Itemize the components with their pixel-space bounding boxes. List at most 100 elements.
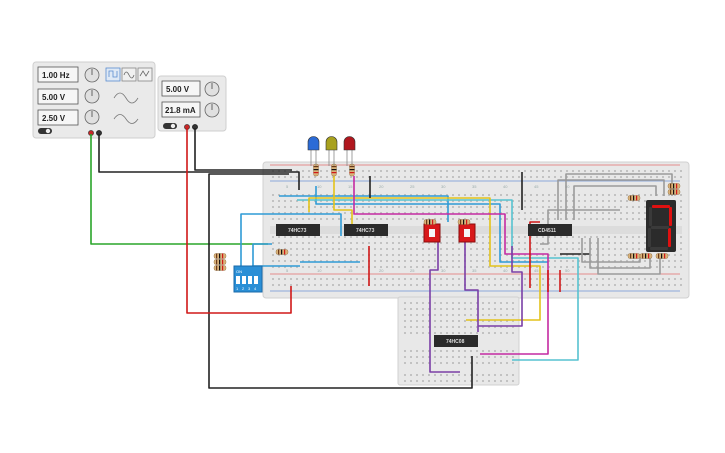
purple-wire-1[interactable]	[429, 236, 460, 373]
voltage-value: 5.00 V	[166, 85, 190, 94]
column-number: 25	[410, 268, 415, 273]
column-number: 40	[503, 184, 508, 189]
dip-switch-2[interactable]	[242, 276, 246, 284]
resistor[interactable]	[627, 253, 641, 259]
yellow-wire-2[interactable]	[308, 197, 541, 321]
segment-d	[650, 247, 668, 250]
function-generator[interactable]: 1.00 Hz 5.00 V 2.50 V	[32, 61, 156, 139]
resistor[interactable]	[667, 189, 681, 195]
frequency-value: 1.00 Hz	[42, 71, 70, 80]
segment-f	[649, 207, 652, 226]
black-wire-3[interactable]	[208, 173, 473, 389]
resistor[interactable]	[667, 183, 681, 189]
column-number: 50	[565, 184, 570, 189]
amplitude-value: 5.00 V	[42, 93, 66, 102]
gray-wire-5[interactable]	[589, 238, 651, 269]
blue-wire-2[interactable]	[252, 243, 272, 268]
column-number: 15	[348, 268, 353, 273]
chip-cd4511-label: CD4511	[538, 228, 556, 234]
gray-wire-6[interactable]	[597, 238, 661, 275]
offset-graph-icon	[113, 114, 139, 124]
resistors[interactable]	[213, 163, 681, 271]
cyan-wire[interactable]	[297, 199, 579, 361]
led-red[interactable]	[343, 136, 356, 167]
current-display: 21.8 mA	[161, 101, 201, 118]
resistor[interactable]	[313, 163, 319, 177]
purple-wire-3[interactable]	[478, 246, 523, 327]
dip-number-3: 3	[248, 286, 251, 291]
main-breadboard[interactable]	[262, 161, 690, 299]
resistor[interactable]	[627, 195, 641, 201]
column-number: 30	[441, 184, 446, 189]
gray-wire-1[interactable]	[557, 179, 665, 220]
segment-g	[651, 226, 669, 229]
column-number: 45	[534, 184, 539, 189]
chip-cd4511[interactable]: CD4511	[528, 224, 572, 236]
amplitude-graph-icon	[113, 92, 139, 104]
resistor[interactable]	[457, 219, 471, 225]
column-number: 40	[503, 268, 508, 273]
power-supply[interactable]: 5.00 V 21.8 mA	[157, 75, 227, 132]
dip-number-2: 2	[242, 286, 245, 291]
gray-wire-4[interactable]	[581, 238, 641, 263]
column-number: 50	[565, 268, 570, 273]
column-number: 10	[317, 184, 322, 189]
seven-segment-display[interactable]	[646, 200, 676, 252]
current-value: 21.8 mA	[165, 106, 196, 115]
red-wire-1[interactable]	[186, 128, 292, 314]
amplitude-display: 5.00 V	[37, 88, 79, 105]
chip-74hc73-1[interactable]: 74HC73	[276, 224, 320, 236]
segment-b	[669, 207, 672, 226]
column-number: 20	[379, 184, 384, 189]
resistor[interactable]	[213, 259, 227, 265]
chip-74hc08[interactable]: 74HC08	[434, 335, 478, 347]
offset-value: 2.50 V	[42, 114, 66, 123]
magenta-wire[interactable]	[353, 176, 549, 355]
triangle-wave-icon	[139, 70, 150, 77]
chip-74hc73-2[interactable]: 74HC73	[344, 224, 388, 236]
digit-segments	[648, 205, 672, 250]
column-number: 5	[286, 184, 289, 189]
resistor[interactable]	[275, 249, 289, 255]
voltage-display: 5.00 V	[161, 80, 201, 97]
column-number: 30	[441, 268, 446, 273]
push-button-2[interactable]	[458, 223, 476, 243]
dip-switch-4[interactable]	[254, 276, 258, 284]
segment-c	[668, 228, 671, 247]
dip-switch-1[interactable]	[236, 276, 240, 284]
square-wave-icon	[108, 70, 118, 78]
dip-on-label: ON	[236, 269, 242, 274]
resistor[interactable]	[423, 219, 437, 225]
push-button-1[interactable]	[423, 223, 441, 243]
segment-a	[652, 205, 670, 208]
chip-74hc08-label: 74HC08	[446, 339, 465, 345]
purple-wire-2[interactable]	[464, 240, 479, 332]
led-blue[interactable]	[307, 136, 320, 167]
dip-switch[interactable]: ON 1 2 3 4	[233, 265, 263, 293]
segment-e	[648, 228, 651, 247]
chip-74hc73-2-label: 74HC73	[356, 228, 375, 234]
resistor[interactable]	[655, 253, 669, 259]
resistor[interactable]	[213, 265, 227, 271]
column-number: 35	[472, 268, 477, 273]
black-wire-1[interactable]	[98, 134, 300, 190]
resistor[interactable]	[639, 253, 653, 259]
offset-display: 2.50 V	[37, 109, 79, 126]
red-wire-3[interactable]	[529, 221, 540, 288]
yellow-wire-1[interactable]	[333, 176, 353, 236]
resistor[interactable]	[349, 163, 355, 177]
chip-74hc73-1-label: 74HC73	[288, 228, 307, 234]
frequency-display: 1.00 Hz	[37, 66, 79, 83]
led-yellow[interactable]	[325, 136, 338, 167]
column-number: 35	[472, 184, 477, 189]
dip-number-1: 1	[236, 286, 239, 291]
blue-wire-1[interactable]	[240, 213, 342, 268]
resistor[interactable]	[213, 253, 227, 259]
wires[interactable]	[90, 128, 673, 389]
column-number: 5	[286, 268, 289, 273]
dip-switch-3[interactable]	[248, 276, 252, 284]
gray-wire-3[interactable]	[573, 185, 657, 220]
black-wire-2[interactable]	[194, 128, 292, 171]
